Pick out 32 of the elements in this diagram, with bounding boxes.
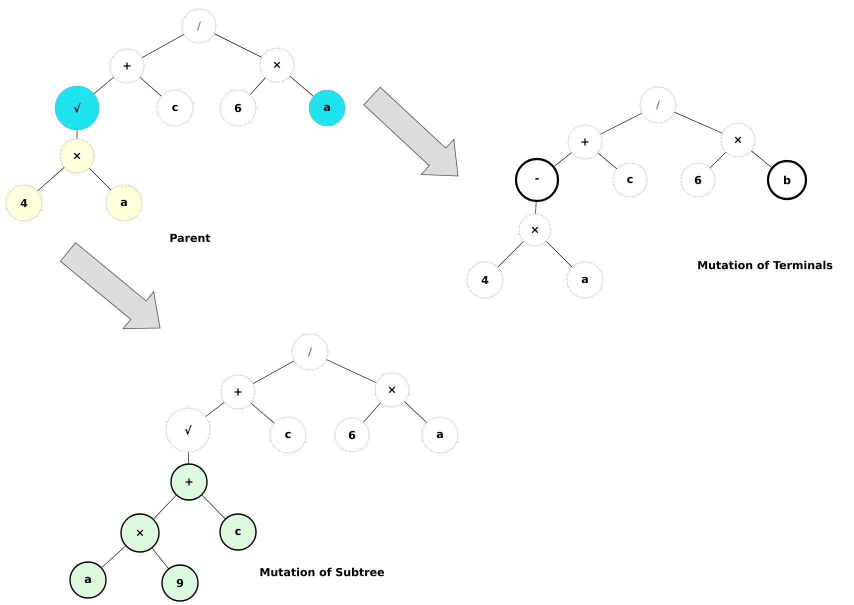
tree-edge — [202, 495, 226, 519]
tree-edge — [188, 452, 189, 464]
tree-edge — [88, 168, 112, 190]
tree-edge — [153, 495, 176, 520]
tree-edge — [751, 150, 772, 168]
tree-edge — [205, 402, 225, 417]
tree-edge — [94, 76, 114, 94]
tree-caption: Parent — [170, 234, 210, 242]
tree-edge — [37, 167, 64, 192]
tree-edge — [142, 34, 184, 58]
tree-edge — [326, 359, 377, 384]
tree-caption: Mutation of Subtree — [260, 568, 384, 576]
tree-edge — [598, 152, 618, 170]
tree-edge — [250, 402, 274, 424]
tree-edge — [214, 33, 262, 58]
tree-edge — [546, 241, 572, 268]
tree-edge — [404, 401, 428, 423]
tree-edge — [535, 202, 536, 214]
tree-edge — [250, 77, 266, 95]
tree-edge — [600, 112, 642, 135]
tree-edge — [363, 402, 381, 422]
tree-edge — [498, 241, 524, 268]
tree-edge — [554, 152, 572, 167]
tree-caption: Mutation of Terminals — [698, 260, 832, 270]
tree-edge — [252, 360, 294, 384]
tree-edge — [710, 152, 726, 168]
tree-edge — [102, 546, 126, 568]
tree-edge — [152, 548, 169, 569]
tree-edge — [76, 130, 78, 140]
tree-edge — [290, 76, 314, 96]
tree-edge — [674, 112, 723, 134]
tree-edge — [140, 77, 162, 96]
